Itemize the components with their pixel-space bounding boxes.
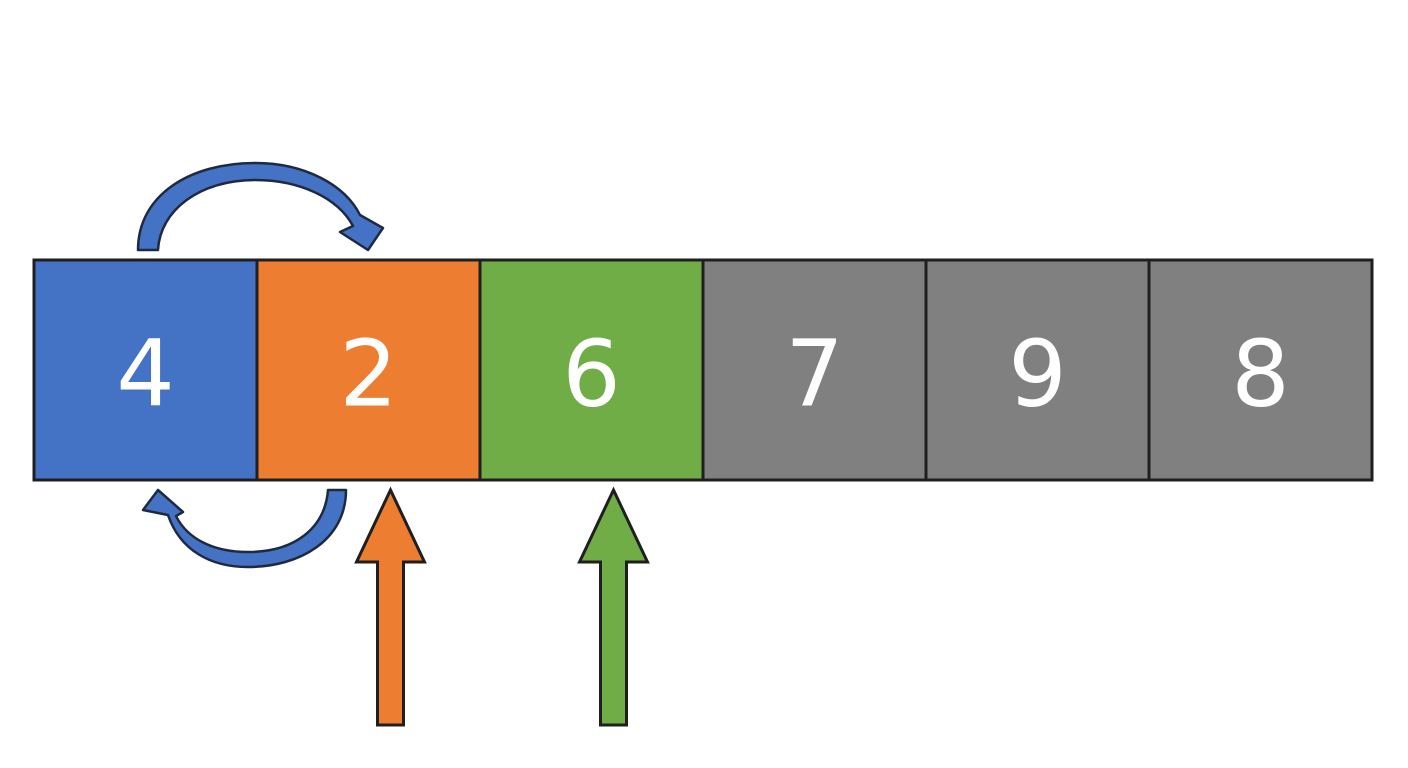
pointer-arrows (354, 486, 650, 727)
array-cell-value: 8 (1231, 321, 1290, 428)
array-cell: 8 (1147, 258, 1374, 482)
array-cell-value: 2 (339, 321, 398, 428)
array-cell-value: 7 (785, 321, 844, 428)
array-cell-value: 6 (562, 321, 621, 428)
array-cell: 2 (255, 258, 482, 482)
array-cell-box (701, 258, 928, 482)
pointer-arrow-green (577, 486, 650, 727)
array-cell-value: 9 (1008, 321, 1067, 428)
array-cell-box (478, 258, 705, 482)
swap-arrow-bottom (141, 488, 348, 569)
array-cell-box (32, 258, 259, 482)
array-cell: 6 (478, 258, 705, 482)
array-cell: 7 (701, 258, 928, 482)
array-cell: 4 (32, 258, 259, 482)
swap-arrow-top (136, 161, 385, 252)
array-cells: 4 2 6 7 9 8 (32, 258, 1374, 482)
array-cell-value: 4 (116, 321, 175, 428)
array-cell-box (924, 258, 1151, 482)
pointer-arrow-orange (354, 486, 427, 727)
array-cell: 9 (924, 258, 1151, 482)
array-cell-box (255, 258, 482, 482)
array-cell-box (1147, 258, 1374, 482)
